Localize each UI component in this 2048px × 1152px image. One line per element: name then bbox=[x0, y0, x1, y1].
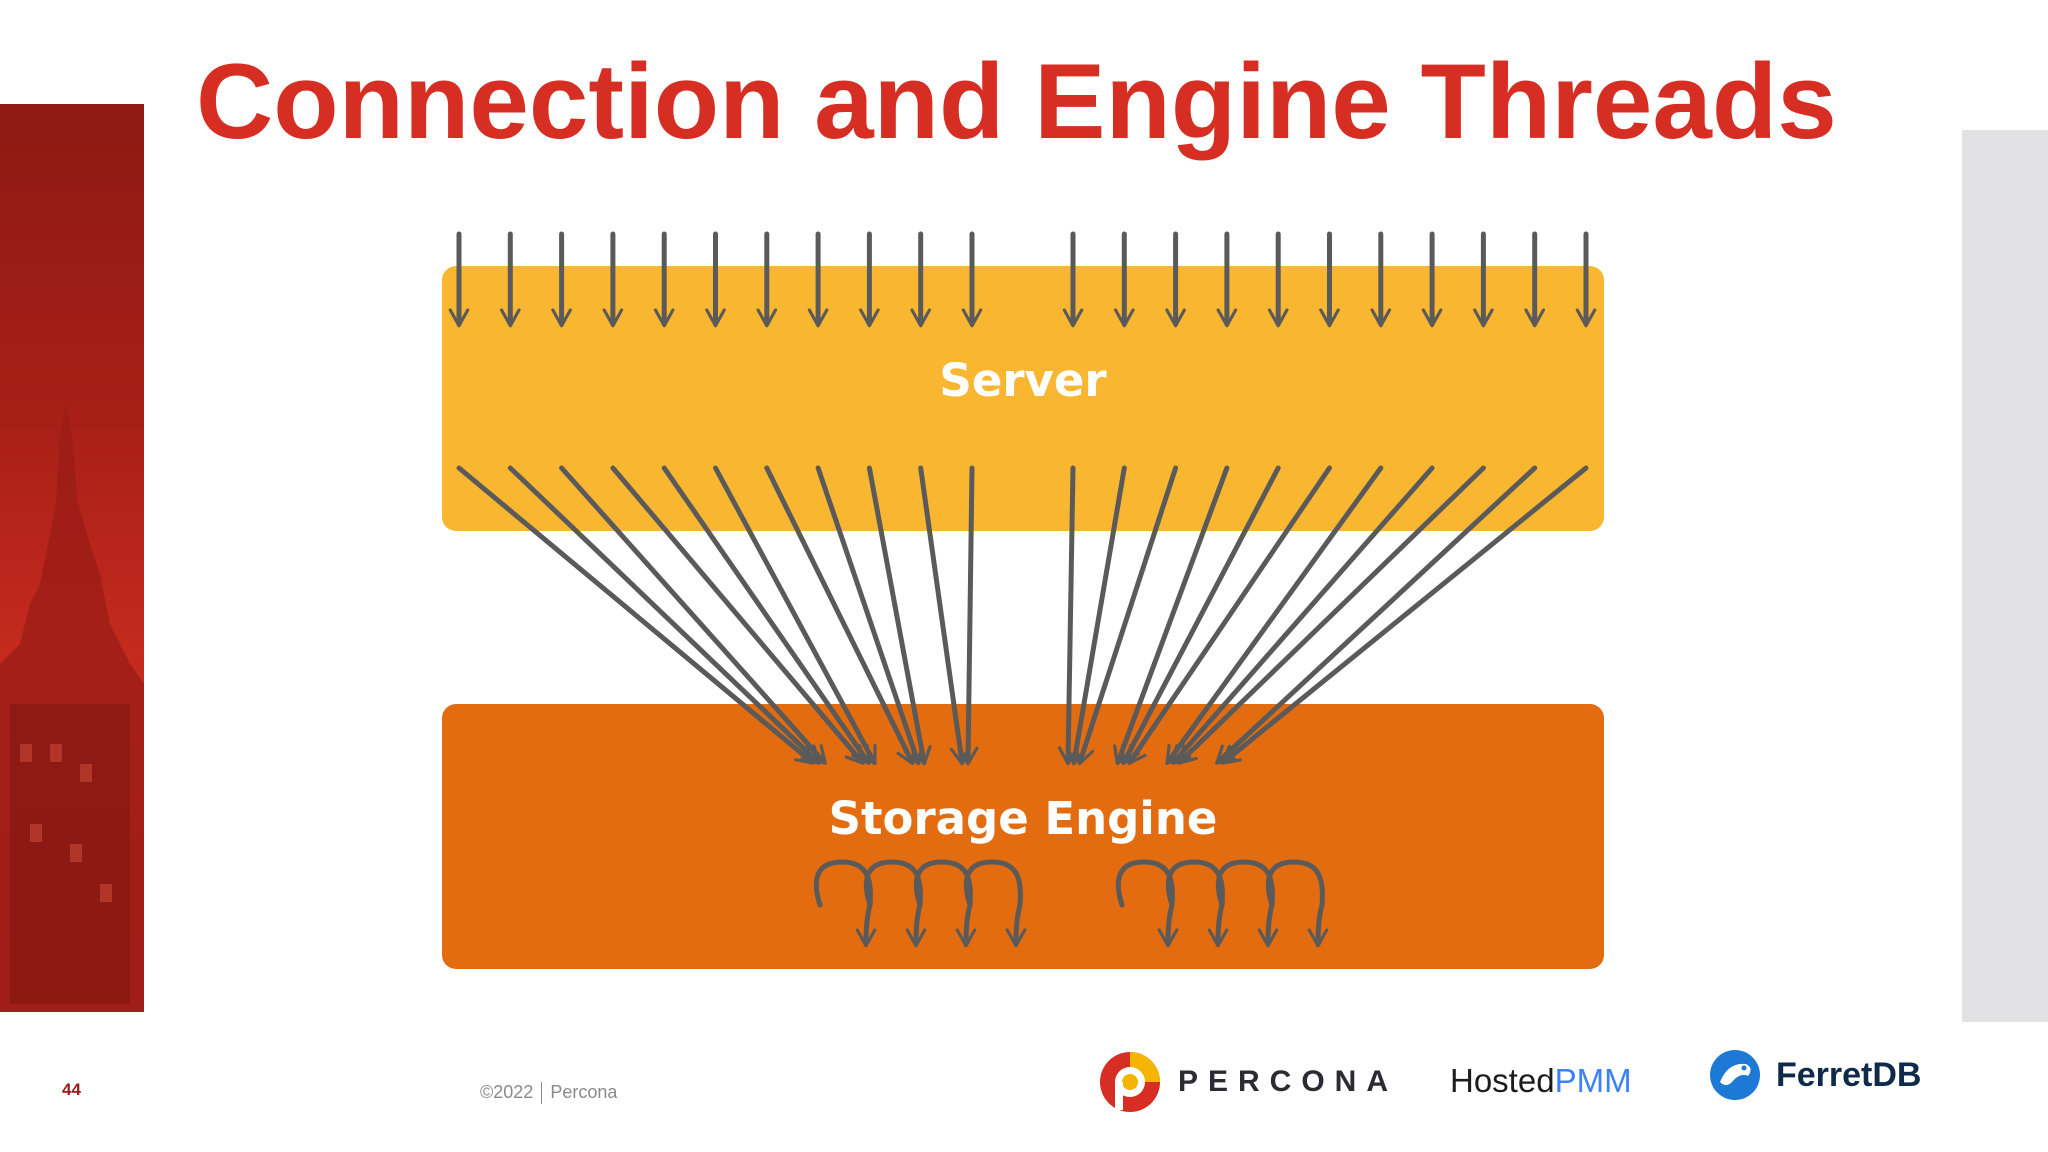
storage-engine-box bbox=[442, 704, 1604, 969]
server-engine-arrow bbox=[815, 465, 924, 766]
hosted-word: Hosted bbox=[1450, 1062, 1555, 1099]
server-box bbox=[442, 266, 1604, 531]
pmm-word: PMM bbox=[1554, 1062, 1632, 1099]
server-engine-arrow bbox=[1221, 465, 1589, 765]
ferretdb-logo: FerretDB bbox=[1708, 1048, 1921, 1102]
server-engine-arrow bbox=[456, 465, 815, 765]
engine-loop-arrow bbox=[1165, 859, 1229, 948]
storage-engine-label: Storage Engine bbox=[829, 792, 1218, 845]
server-engine-arrow bbox=[1057, 465, 1079, 766]
server-engine-arrow bbox=[764, 465, 916, 766]
engine-loop-arrow bbox=[813, 859, 877, 948]
hostedpmm-logo: HostedPMM bbox=[1450, 1062, 1632, 1100]
server-engine-arrow bbox=[1121, 465, 1281, 766]
right-gray-strip bbox=[1962, 130, 2048, 1022]
copyright-year: ©2022 bbox=[480, 1082, 534, 1102]
server-label: Server bbox=[939, 354, 1107, 407]
server-engine-arrow bbox=[1113, 465, 1230, 766]
incoming-connection-arrows bbox=[448, 231, 1597, 328]
server-engine-arrow bbox=[957, 465, 979, 766]
server-engine-arrow bbox=[918, 465, 971, 766]
server-engine-arrow bbox=[866, 465, 932, 766]
copyright-owner: Percona bbox=[550, 1082, 618, 1102]
percona-wordmark: PERCONA bbox=[1178, 1065, 1399, 1098]
left-city-photo bbox=[0, 104, 144, 1012]
server-engine-arrow bbox=[1066, 465, 1127, 766]
engine-thread-loops bbox=[813, 859, 1329, 948]
server-engine-arrow bbox=[1074, 465, 1179, 766]
server-engine-arrow bbox=[1215, 465, 1538, 765]
city-silhouette bbox=[0, 404, 144, 1012]
server-engine-arrow bbox=[507, 465, 821, 765]
slide-title: Connection and Engine Threads bbox=[196, 41, 1837, 161]
percona-logo: PERCONA bbox=[1098, 1050, 1398, 1114]
engine-loop-arrow bbox=[1215, 859, 1279, 948]
engine-loop-arrow bbox=[1265, 859, 1329, 948]
ferretdb-wordmark: FerretDB bbox=[1776, 1055, 1922, 1094]
engine-loop-arrow bbox=[863, 859, 927, 948]
engine-loop-arrow bbox=[963, 859, 1027, 948]
copyright: ©2022 Percona bbox=[480, 1082, 618, 1105]
server-engine-arrow bbox=[610, 465, 865, 765]
server-engine-arrow bbox=[713, 465, 877, 766]
server-to-engine-arrows bbox=[456, 465, 1589, 766]
server-engine-arrow bbox=[1177, 465, 1486, 765]
page-number: 44 bbox=[62, 1080, 81, 1099]
ferretdb-logo-icon bbox=[1710, 1050, 1760, 1100]
percona-logo-icon bbox=[1100, 1052, 1160, 1112]
engine-loop-arrow bbox=[913, 859, 977, 948]
separator bbox=[541, 1082, 543, 1105]
server-engine-arrow bbox=[559, 465, 827, 765]
server-engine-arrow bbox=[1165, 465, 1384, 765]
engine-loop-arrow bbox=[1115, 859, 1179, 948]
server-engine-arrow bbox=[1127, 465, 1332, 766]
server-engine-arrow bbox=[1171, 465, 1435, 765]
server-engine-arrow bbox=[661, 465, 871, 766]
